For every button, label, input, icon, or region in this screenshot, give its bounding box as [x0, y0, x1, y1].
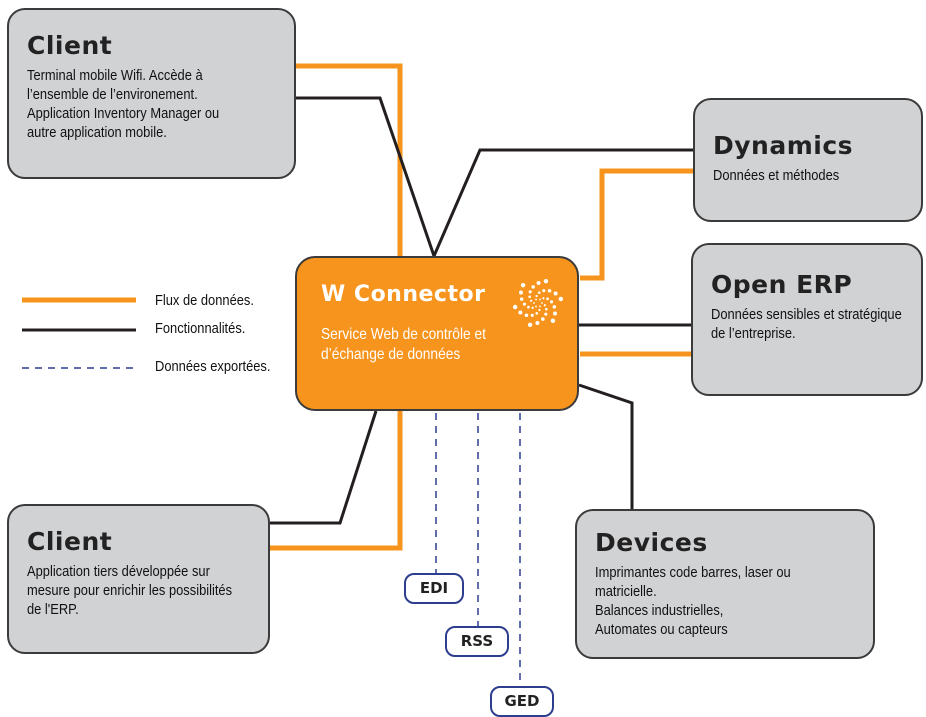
devices-description: Imprimantes code barres, laser ou matric… [595, 564, 791, 638]
dynamics-description: Données et méthodes [713, 167, 840, 184]
client-custom-title: Client [27, 527, 113, 556]
legend-function-label: Fonctionnalités. [155, 320, 246, 337]
logo-dot [546, 297, 549, 301]
logo-dot [520, 283, 526, 288]
logo-dot [527, 322, 533, 328]
open-erp-box: Open ERP Données sensibles et stratégiqu… [691, 243, 923, 396]
client-custom-box: Client Application tiers développée sur … [7, 504, 270, 654]
logo-dot [535, 320, 540, 325]
logo-dot [528, 295, 531, 299]
function-line-client-top [296, 96, 436, 257]
function-lines [22, 96, 693, 525]
logo-dot [518, 310, 523, 315]
export-tag-edi: EDI [404, 573, 464, 604]
logo-dot [530, 299, 533, 302]
logo-dot [518, 290, 523, 295]
flux-line-client-bottom [270, 411, 403, 551]
legend-export-label: Données exportées. [155, 358, 271, 375]
logo-dot [550, 318, 556, 323]
logo-dot [519, 297, 524, 301]
logo-dot [558, 296, 563, 302]
open-erp-title: Open ERP [711, 270, 853, 299]
flux-lines [22, 63, 693, 551]
logo-dot [552, 305, 557, 309]
export-lines [22, 367, 521, 686]
w-connector-title: W Connector [321, 282, 486, 307]
logo-dot [539, 298, 541, 301]
logo-dot [541, 302, 543, 304]
logo-dot [531, 306, 534, 309]
dynamics-box: Dynamics Données et méthodes [693, 98, 923, 222]
logo-dot [535, 294, 538, 298]
client-mobile-box: Client Terminal mobile Wifi. Accède à l’… [7, 8, 296, 179]
function-line-dynamics [432, 148, 693, 257]
logo-dot [543, 304, 546, 307]
logo-dot [535, 298, 537, 301]
logo-dot [537, 291, 541, 295]
logo-dot [535, 305, 537, 308]
logo-dot [538, 308, 541, 312]
logo-dot [513, 304, 518, 310]
w-connector-description: Service Web de contrôle et d’échange de … [321, 326, 486, 363]
open-erp-description: Données sensibles et stratégique de l’en… [711, 306, 902, 342]
devices-box: Devices Imprimantes code barres, laser o… [575, 509, 875, 659]
logo-dot [544, 312, 548, 316]
logo-dot [542, 297, 545, 300]
w-connector-box: W Connector Service Web de contrôle et d… [295, 256, 579, 411]
logo-dot [542, 289, 546, 293]
export-tag-ged: GED [490, 686, 554, 717]
devices-title: Devices [595, 528, 708, 557]
logo-dot [535, 311, 539, 315]
spiral-dots-logo-icon [513, 278, 563, 328]
logo-dot [522, 302, 527, 306]
logo-dot [553, 291, 558, 296]
client-mobile-title: Client [27, 31, 113, 60]
logo-dot [545, 307, 548, 311]
export-tag-rss: RSS [445, 626, 509, 657]
dynamics-title: Dynamics [713, 131, 854, 160]
client-custom-description: Application tiers développée sur mesure … [27, 563, 233, 618]
client-mobile-description: Terminal mobile Wifi. Accède à l’ensembl… [27, 67, 220, 141]
logo-dot [533, 302, 535, 304]
logo-dot [549, 300, 554, 304]
function-line-devices [578, 383, 634, 509]
flux-line-client-top [296, 63, 403, 256]
logo-dot [539, 305, 541, 308]
logo-dot [543, 278, 549, 284]
logo-dot [524, 313, 529, 317]
legend-flux-label: Flux de données. [155, 292, 254, 309]
logo-dot [536, 281, 541, 286]
logo-dot [527, 305, 530, 309]
logo-dot [530, 313, 534, 317]
logo-dot [553, 311, 558, 316]
logo-dot [541, 317, 545, 321]
flux-line-dynamics [580, 168, 693, 281]
logo-dot [528, 290, 532, 294]
function-line-client-bottom [270, 410, 378, 525]
logo-dot [547, 289, 552, 293]
logo-dot [531, 285, 535, 289]
